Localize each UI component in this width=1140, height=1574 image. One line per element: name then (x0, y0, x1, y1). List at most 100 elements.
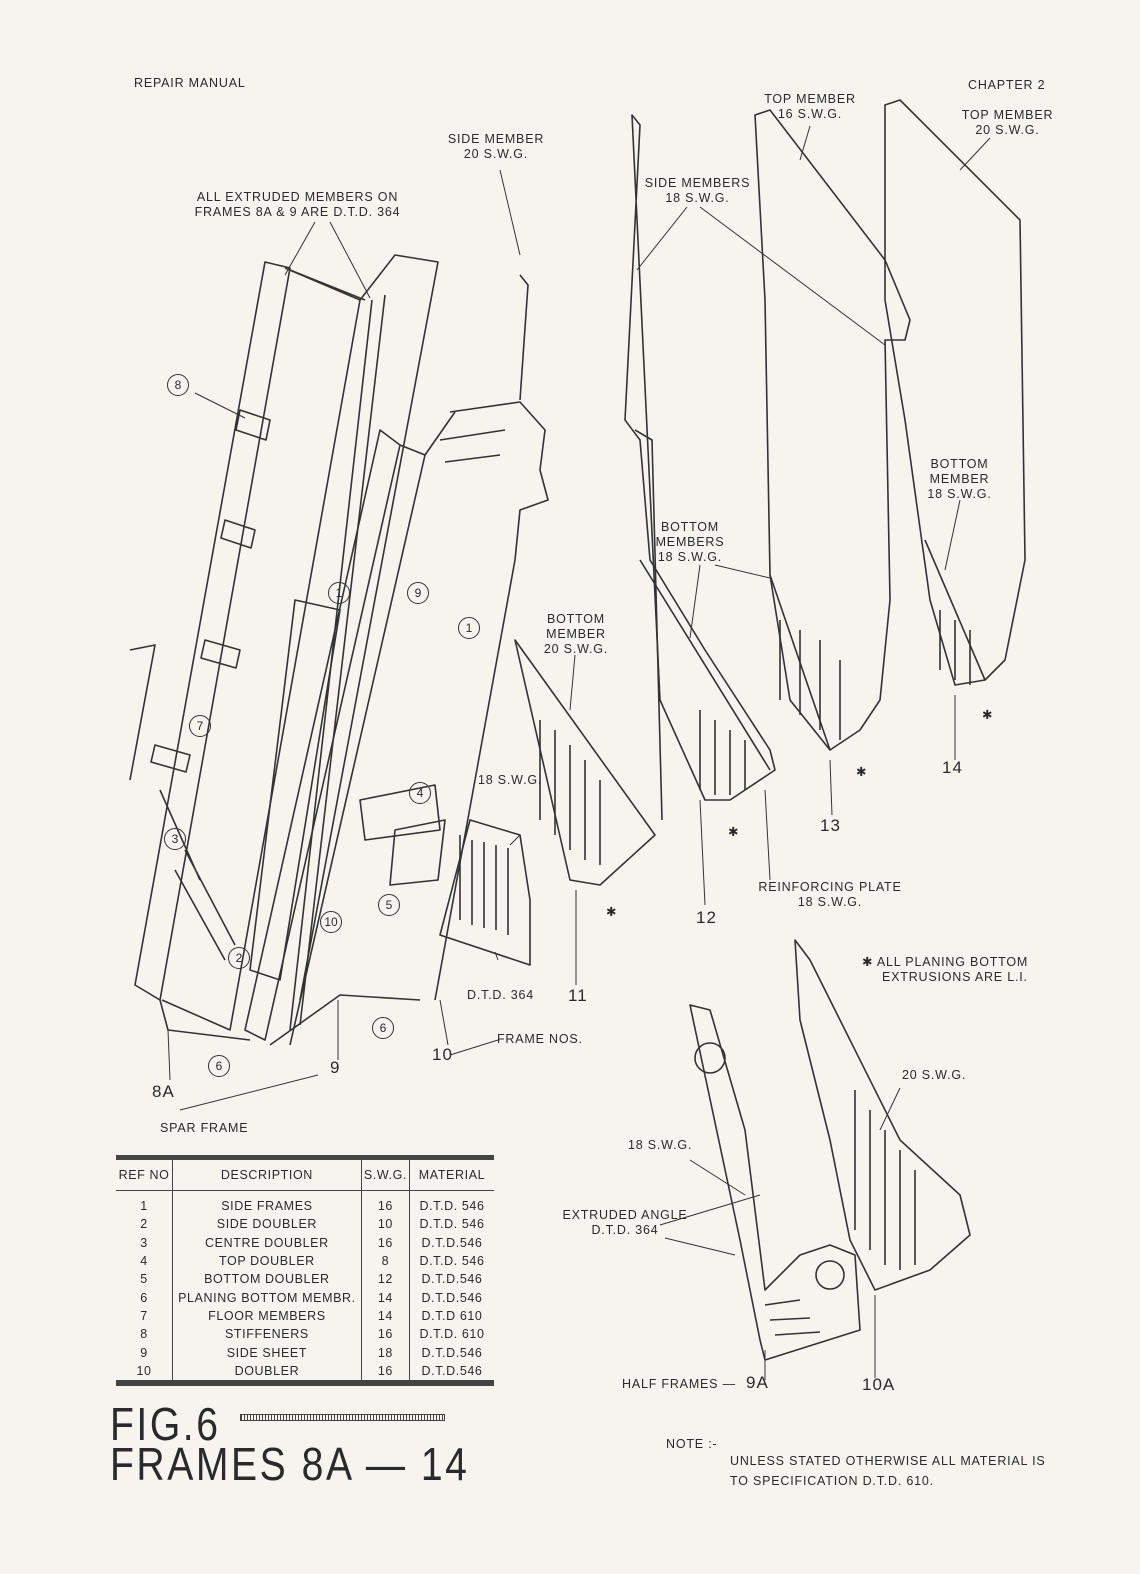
figure-title: FRAMES 8A — 14 (110, 1438, 470, 1490)
table-cell: SIDE DOUBLER (172, 1215, 362, 1234)
table-header-cell: S.W.G. (360, 1157, 410, 1191)
figure-number: FIG.6 (110, 1398, 221, 1450)
table-header-cell: REF NO (116, 1157, 173, 1191)
table-cell: DOUBLER (172, 1361, 362, 1383)
table-cell: 1 (140, 1199, 148, 1214)
table-cell: FLOOR MEMBERS (172, 1306, 362, 1326)
label-half-frames: HALF FRAMES — (622, 1377, 736, 1391)
callout-6: 6 (208, 1055, 230, 1077)
frame-number-11: 11 (568, 986, 588, 1005)
table-cell: 7 (140, 1308, 148, 1323)
callout-2: 2 (228, 947, 250, 969)
star-marker: ✱ (606, 905, 618, 919)
table-cell: PLANING BOTTOM MEMBR. (172, 1288, 362, 1307)
callout-1: 1 (328, 582, 350, 604)
table-cell: 5 (140, 1272, 148, 1287)
callout-4: 4 (409, 782, 431, 804)
frame-number-10: 10 (432, 1045, 453, 1064)
table-cell: STIFFENERS (172, 1325, 362, 1344)
frame-11 (514, 274, 663, 886)
label-20-swg-half: 20 S.W.G. (902, 1068, 967, 1082)
header-right: CHAPTER 2 (968, 78, 1046, 92)
callout-3: 3 (164, 828, 186, 850)
frame-number-8a: 8A (152, 1082, 175, 1101)
table-cell: D.T.D.546 (409, 1288, 494, 1307)
table-cell: SIDE SHEET (172, 1343, 362, 1362)
table-header-row: REF NO DESCRIPTION S.W.G. MATERIAL (116, 1157, 494, 1191)
table-cell: 14 (360, 1306, 410, 1326)
frame-number-10a: 10A (862, 1375, 896, 1394)
table-cell: 6 (140, 1290, 148, 1305)
table-cell: D.T.D. 546 (409, 1215, 494, 1234)
table-cell: CENTRE DOUBLER (172, 1233, 362, 1252)
label-frame-nos: FRAME NOS. (497, 1032, 583, 1046)
label-18-swg-half: 18 S.W.G. (628, 1138, 693, 1152)
callout-5: 5 (378, 894, 400, 916)
frame-number-9a: 9A (746, 1373, 769, 1392)
table-cell: 8 (360, 1251, 410, 1271)
frame-10-web (439, 819, 531, 966)
table-cell: 2 (140, 1217, 148, 1232)
table-cell: D.T.D.546 (409, 1270, 494, 1289)
scale-ruler (240, 1414, 445, 1421)
callout-9: 9 (407, 582, 429, 604)
table-cell: 10 (360, 1215, 410, 1234)
table-cell: 16 (360, 1325, 410, 1344)
spar-frame-8a (129, 254, 439, 1041)
table-cell: 3 (140, 1235, 148, 1250)
frame-number-9: 9 (330, 1058, 341, 1077)
star-marker: ✱ (982, 708, 994, 722)
callout-10: 10 (320, 911, 342, 933)
frame-number-12: 12 (696, 908, 717, 927)
table-cell: 14 (360, 1288, 410, 1307)
header-left: REPAIR MANUAL (134, 76, 246, 90)
table-cell: BOTTOM DOUBLER (172, 1270, 362, 1289)
callout-8: 8 (167, 374, 189, 396)
half-frame-10a (794, 939, 971, 1291)
half-frame-9a (689, 1004, 861, 1361)
frame-number-13: 13 (820, 816, 841, 835)
table-cell: 16 (360, 1190, 410, 1216)
label-18-swg: 18 S.W.G. (478, 773, 543, 787)
table-cell: D.T.D. 610 (409, 1325, 494, 1344)
spar-frame-9 (244, 401, 549, 1046)
table-header-cell: MATERIAL (409, 1157, 494, 1191)
star-marker: ✱ (856, 765, 868, 779)
callout-7: 7 (189, 715, 211, 737)
frame-14 (884, 99, 1026, 686)
frame-12 (624, 114, 776, 801)
star-marker: ✱ (728, 825, 740, 839)
table-cell: 18 (360, 1343, 410, 1362)
label-dtd-364: D.T.D. 364 (467, 988, 535, 1002)
frame-13 (754, 109, 911, 751)
callout-1: 1 (458, 617, 480, 639)
table-cell: D.T.D. 546 (409, 1190, 494, 1216)
label-spar-frame: SPAR FRAME (160, 1121, 249, 1135)
table-cell: SIDE FRAMES (172, 1190, 362, 1216)
table-cell: 10 (136, 1363, 152, 1378)
table-cell: 9 (140, 1345, 148, 1360)
table-cell: D.T.D.546 (409, 1343, 494, 1362)
table-cell: 12 (360, 1270, 410, 1289)
table-header-cell: DESCRIPTION (172, 1157, 362, 1191)
frame-number-14: 14 (942, 758, 963, 777)
